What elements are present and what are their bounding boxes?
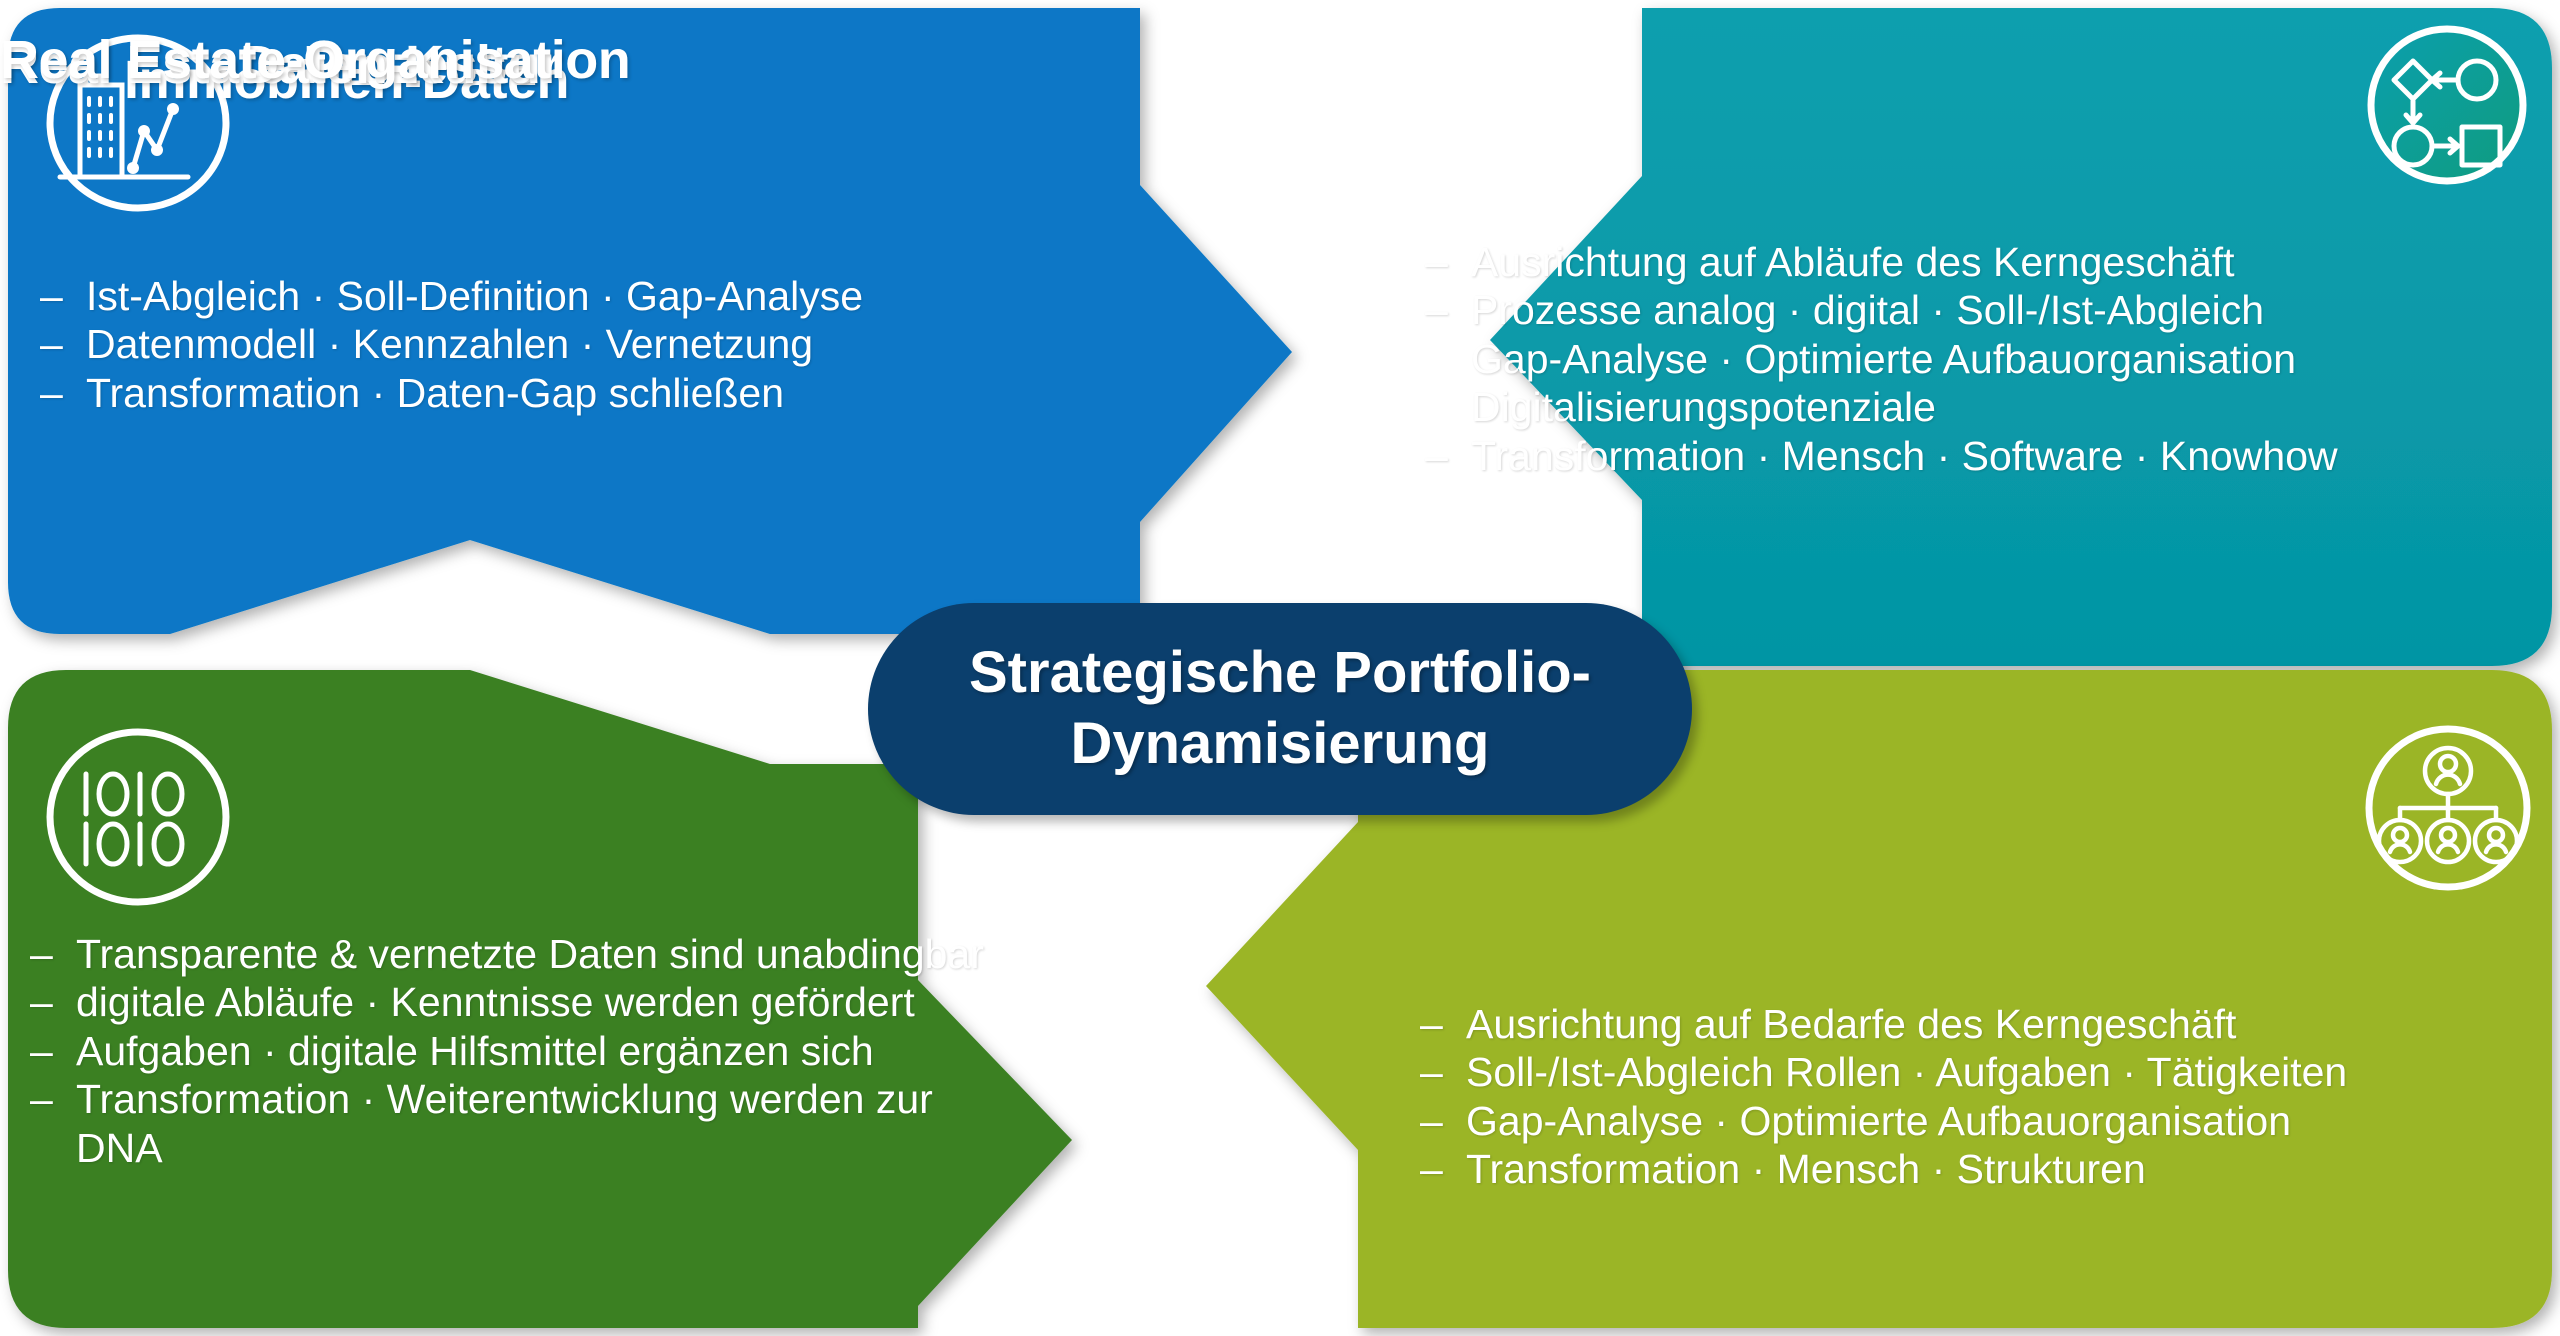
binary-data-icon (46, 728, 230, 906)
bullet-item: –Transparente & vernetzte Daten sind una… (30, 930, 1210, 978)
quadrant-shape-real-estate-prozesse (1175, 8, 2552, 666)
bullet-item: –Gap-Analyse · Optimierte Aufbauorganisa… (1425, 335, 2545, 383)
bullet-item: –Transformation · Mensch · Strukturen (1420, 1145, 2550, 1193)
bullet-item: –Soll-/Ist-Abgleich Rollen · Aufgaben · … (1420, 1048, 2550, 1096)
bullet-item: –Transformation · Mensch · Software · Kn… (1425, 432, 2545, 480)
panel-title-immobilien-daten: Immobilien-Daten (124, 50, 570, 110)
quadrant-shape-daten-kultur (8, 670, 1072, 1328)
quadrant-shape-immobilien-daten (8, 8, 1292, 634)
bullet-dash: – (40, 369, 63, 416)
bullet-dash: – (40, 321, 63, 368)
bullet-item: –Transformation · Daten-Gap schließen (40, 369, 1100, 417)
quadrant-shape-real-estate-organisation (1206, 670, 2552, 1328)
bullet-item: –Gap-Analyse · Optimierte Aufbauorganisa… (1420, 1097, 2550, 1145)
bullet-dash: – (1425, 239, 1448, 285)
bullet-dash: – (1425, 287, 1448, 334)
bullet-dash: – (30, 1076, 53, 1123)
bullet-list-real-estate-prozesse: –Ausrichtung auf Abläufe des Kerngeschäf… (1425, 238, 2545, 480)
bullet-dash: – (1425, 432, 1448, 479)
panel-title-daten-kultur: Daten-Kultur (240, 35, 561, 95)
bullet-text: Ausrichtung auf Bedarfe des Kerngeschäft (1466, 1001, 2237, 1047)
bullet-text: Transformation · Mensch · Strukturen (1466, 1146, 2146, 1193)
panel-daten-kultur: Daten-Kultur –Transparente & vernetzte D… (0, 0, 1020, 1171)
bullet-item: –digitale Abläufe · Kenntnisse werden ge… (30, 978, 1210, 1026)
bullet-text: Ist-Abgleich · Soll-Definition · Gap-Ana… (86, 273, 864, 319)
bullet-item: –Aufgaben · digitale Hilfsmittel ergänze… (30, 1027, 1210, 1075)
bullet-dash: – (40, 273, 63, 319)
bullet-text: Transformation · Daten-Gap schließen (86, 369, 785, 416)
panel-header-real-estate-prozesse: Real Estate-Prozesse (0, 0, 1100, 130)
bullet-item: –Datenmodell · Kennzahlen · Vernetzung (40, 320, 1100, 368)
bullet-dash: – (1420, 1001, 1443, 1047)
bullet-item: –Digitalisierungspotenziale (1425, 383, 2545, 431)
bullet-list-real-estate-organisation: –Ausrichtung auf Bedarfe des Kerngeschäf… (1420, 1000, 2550, 1194)
bullet-text: Digitalisierungspotenziale (1471, 384, 1936, 431)
bullet-text: Prozesse analog · digital · Soll-/Ist-Ab… (1471, 287, 2265, 334)
bullet-item: –DNA (30, 1124, 1210, 1172)
bullet-text: Aufgaben · digitale Hilfsmittel ergänzen… (76, 1027, 874, 1074)
panel-header-immobilien-daten: Immobilien-Daten (0, 0, 1020, 160)
panel-header-daten-kultur: Daten-Kultur (0, 0, 1020, 130)
bullet-item: –Prozesse analog · digital · Soll-/Ist-A… (1425, 286, 2545, 334)
center-label: Strategische Portfolio- Dynamisierung (969, 640, 1591, 776)
bullet-text: Gap-Analyse · Optimierte Aufbauorganisat… (1471, 335, 2297, 382)
bullet-text: Transformation · Mensch · Software · Kno… (1471, 432, 2338, 479)
bullet-list-daten-kultur: –Transparente & vernetzte Daten sind una… (30, 930, 1210, 1172)
bullet-list-immobilien-daten: –Ist-Abgleich · Soll-Definition · Gap-An… (40, 272, 1100, 417)
panel-real-estate-organisation: Real Estate-Organisation –Ausrichtung au… (0, 0, 2347, 1192)
bullet-item: –Ist-Abgleich · Soll-Definition · Gap-An… (40, 272, 1100, 320)
bullet-dash: – (1420, 1097, 1443, 1144)
bullet-text: Transformation · Weiterentwicklung werde… (76, 1076, 933, 1123)
panel-header-real-estate-organisation: Real Estate-Organisation (0, 0, 1100, 120)
bullet-dash: – (1420, 1146, 1443, 1193)
bullet-item: –Ausrichtung auf Bedarfe des Kerngeschäf… (1420, 1000, 2550, 1048)
bullet-text: Soll-/Ist-Abgleich Rollen · Aufgaben · T… (1466, 1049, 2348, 1096)
building-chart-icon (46, 34, 230, 212)
panel-title-real-estate-prozesse: Real Estate-Prozesse (0, 35, 537, 95)
panel-title-real-estate-organisation: Real Estate-Organisation (0, 30, 631, 90)
bullet-dash: – (30, 979, 53, 1026)
bullet-dash: – (1420, 1049, 1443, 1096)
process-flow-icon (2367, 25, 2527, 185)
bullet-item: –Transformation · Weiterentwicklung werd… (30, 1075, 1210, 1123)
center-badge: Strategische Portfolio- Dynamisierung (868, 603, 1692, 815)
panel-immobilien-daten: Immobilien-Daten –Ist-Abgleich · Soll-De… (0, 0, 1020, 416)
bullet-text: DNA (76, 1124, 163, 1171)
bullet-text: Datenmodell · Kennzahlen · Vernetzung (86, 321, 814, 368)
panel-real-estate-prozesse: Real Estate-Prozesse –Ausrichtung auf Ab… (0, 0, 2338, 479)
bullet-text: Ausrichtung auf Abläufe des Kerngeschäft (1471, 239, 2235, 285)
bullet-item: –Ausrichtung auf Abläufe des Kerngeschäf… (1425, 238, 2545, 286)
bullet-dash: – (30, 931, 53, 977)
bullet-text: Gap-Analyse · Optimierte Aufbauorganisat… (1466, 1097, 2292, 1144)
bullet-dash: – (30, 1027, 53, 1074)
bullet-text: digitale Abläufe · Kenntnisse werden gef… (76, 979, 915, 1026)
org-chart-icon (2365, 725, 2531, 891)
bullet-text: Transparente & vernetzte Daten sind unab… (76, 931, 984, 977)
